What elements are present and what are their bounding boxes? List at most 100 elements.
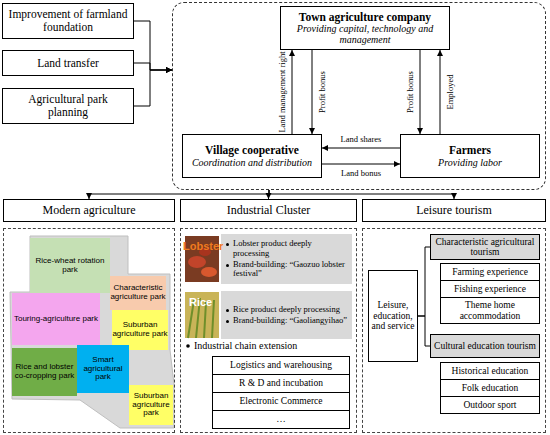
section-header: Industrial Cluster xyxy=(180,199,357,222)
node-text: Cultural education tourism xyxy=(434,341,536,351)
node-text: Folk education xyxy=(462,383,519,393)
arrow-head xyxy=(417,128,423,134)
map-region: Suburban agriculture park xyxy=(129,385,173,425)
node-text: Leisure, education, and service xyxy=(369,300,417,331)
connector xyxy=(289,50,295,134)
map-region: Rice and lobster co-cropping park xyxy=(12,348,77,396)
list-item: Farming experience xyxy=(440,263,540,281)
input-box: Improvement of farmland foundation xyxy=(2,3,134,39)
map-region: Smart agricultural park xyxy=(77,345,129,393)
node-title: Town agriculture company xyxy=(299,11,431,24)
node-text: Leisure tourism xyxy=(416,204,492,217)
connector-line xyxy=(418,247,430,316)
node-title: Farmers xyxy=(449,144,491,157)
node-text: Logistics and warehousing xyxy=(230,360,332,370)
node-text: Smart agricultural park xyxy=(77,356,129,382)
bullet-dot xyxy=(226,243,229,246)
bullet-item: Rice product deeply processing xyxy=(224,305,349,314)
connector-line xyxy=(322,148,400,149)
list-item: Outdoor sport xyxy=(440,396,540,414)
connector xyxy=(309,50,315,134)
arrow-head xyxy=(166,67,172,73)
bullet-box: Lobster product deeply processingBrand-b… xyxy=(221,234,352,284)
node-text: Characteristic agriculture park xyxy=(110,284,166,302)
connector xyxy=(134,63,172,73)
node-subtitle: Providing labor xyxy=(438,157,502,168)
edge-label: Profit bonus xyxy=(406,71,415,113)
connector-line xyxy=(322,164,400,165)
stakeholder-group: Town agriculture companyProviding capita… xyxy=(172,2,546,190)
list-item: Folk education xyxy=(440,379,540,397)
arrow-head xyxy=(289,50,295,56)
connector xyxy=(134,67,172,106)
bullet-heading: Industrial chain extension xyxy=(194,341,297,351)
connector xyxy=(322,161,400,167)
arrow-head xyxy=(322,145,328,151)
connector-line xyxy=(420,50,421,134)
connector-line xyxy=(312,50,313,134)
arrow-head xyxy=(451,193,457,199)
photo-caption: Lobster xyxy=(183,241,223,252)
section-panel: Leisure, education, and service Character… xyxy=(362,228,546,433)
connector-line xyxy=(134,21,172,70)
node-text: Rice product deeply processing xyxy=(233,304,340,314)
category-box: Leisure, education, and service xyxy=(368,270,418,362)
map-region: Suburban agriculture park xyxy=(112,310,168,350)
node-text: Touring-agriculture park xyxy=(14,315,98,324)
list-item: Fishing experience xyxy=(440,280,540,298)
node-text: Industrial Cluster xyxy=(227,204,311,217)
list-item: Theme home accommodation xyxy=(440,297,540,324)
photo-caption: Rice xyxy=(189,297,212,308)
section-header: Modern agriculture xyxy=(3,199,175,222)
arrow-head xyxy=(86,193,92,199)
input-box: Land transfer xyxy=(2,50,134,76)
connector xyxy=(418,247,430,316)
connector-line xyxy=(292,50,293,134)
actor-box: Village cooperativeCoordination and dist… xyxy=(182,134,322,178)
section-panel: Lobster product deeply processingBrand-b… xyxy=(180,228,357,433)
node-text: Rice and lobster co-cropping park xyxy=(12,363,77,381)
input-box: Agricultural park planning xyxy=(2,88,134,124)
edge-label: Land management right xyxy=(278,51,287,132)
node-text: Outdoor sport xyxy=(463,400,516,410)
node-text: Modern agriculture xyxy=(43,204,136,217)
node-text: Suburban agriculture park xyxy=(112,321,168,339)
map-region: Characteristic agriculture park xyxy=(110,276,166,310)
node-text: Land transfer xyxy=(37,57,99,70)
node-text: Lobster product deeply processing xyxy=(233,238,312,257)
list-item: Logistics and warehousing xyxy=(212,356,350,375)
node-text: Rice-wheat rotation park xyxy=(30,257,110,275)
list-item: Electronic Commerce xyxy=(212,392,350,411)
node-text: Characteristic agricultural tourism xyxy=(431,237,539,258)
actor-box: FarmersProviding labor xyxy=(400,134,540,178)
theme-box: Cultural education tourism xyxy=(430,334,540,358)
node-text: Brand-building: “Gaozuo lobster festival… xyxy=(233,259,345,278)
arrow-head xyxy=(394,161,400,167)
list-item: … xyxy=(212,410,350,429)
bullet-dot xyxy=(226,320,229,323)
node-title: Village cooperative xyxy=(205,144,299,157)
bullet-dot xyxy=(186,344,190,348)
list-item: Historical education xyxy=(440,362,540,380)
bullet-dot xyxy=(226,264,229,267)
node-text: R & D and incubation xyxy=(239,378,323,388)
edge-label: Land bonus xyxy=(341,169,381,178)
arrow-head xyxy=(437,50,443,56)
node-subtitle: Providing capital, technology and manage… xyxy=(285,23,445,45)
connector xyxy=(322,145,400,151)
node-text: … xyxy=(276,414,286,424)
connector xyxy=(269,190,457,199)
list-item: R & D and incubation xyxy=(212,374,350,393)
bullet-box: Rice product deeply processingBrand-buil… xyxy=(221,291,352,339)
connector xyxy=(418,316,430,346)
map-region: Touring-agriculture park xyxy=(12,293,100,345)
node-text: Electronic Commerce xyxy=(239,396,322,406)
bullet-item: Brand-building: “Gaozuo lobster festival… xyxy=(224,260,349,279)
connector-line xyxy=(269,190,454,199)
connector-line xyxy=(440,50,441,134)
section-header: Leisure tourism xyxy=(362,199,546,222)
lobster-shape xyxy=(201,267,217,277)
edge-label: Profit bonus xyxy=(318,71,327,113)
node-text: Agricultural park planning xyxy=(17,93,119,118)
